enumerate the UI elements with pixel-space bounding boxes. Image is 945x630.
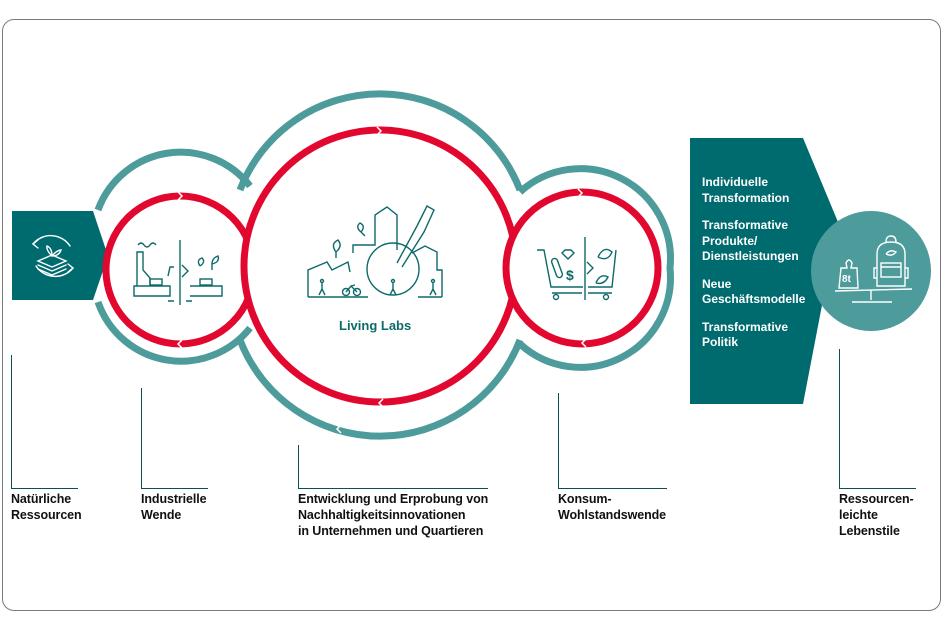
leader-line-consumption (558, 393, 667, 489)
living-labs-title: Living Labs (339, 318, 412, 333)
list-item-new-business-models: Neue Geschäftsmodelle (702, 277, 812, 308)
list-item-line: Geschäftsmodelle (702, 292, 806, 306)
label-line: Natürliche (11, 492, 72, 506)
label-living-labs-description: Entwicklung und Erprobung von Nachhaltig… (298, 491, 488, 539)
shopping-cart-transition-icon: $ (537, 237, 617, 301)
label-line: Industrielle (141, 492, 207, 506)
label-consumption-transition: Konsum- Wohlstandswende (558, 491, 666, 523)
list-item-line: Transformative (702, 218, 789, 232)
label-line: Entwicklung und Erprobung von (298, 492, 489, 506)
city-magnifier-icon (307, 205, 443, 298)
list-item-line: Dienstleistungen (702, 249, 799, 263)
label-natural-resources: Natürliche Ressourcen (11, 491, 82, 523)
industrial-transition-circle (94, 148, 258, 365)
list-item-line: Individuelle (702, 175, 769, 189)
label-line: Ressourcen (11, 508, 82, 522)
list-item-line: Transformative (702, 319, 789, 334)
transformation-panel (690, 138, 838, 404)
list-item-transformative-politics: Transformative Politik (702, 320, 812, 351)
natural-resources-panel (12, 211, 108, 300)
leader-line-living-labs (298, 445, 488, 489)
leader-line-natural-resources (11, 355, 78, 489)
label-line: Konsum- (558, 492, 612, 506)
label-line: in Unternehmen und Quartieren (298, 524, 484, 538)
lifestyle-badge (811, 211, 931, 331)
list-item-line: Produkte/ (702, 233, 758, 248)
transformation-list: Individuelle Transformation Transformati… (702, 175, 812, 363)
label-industrial-transition: Industrielle Wende (141, 491, 207, 523)
list-item-line: Transformation (702, 190, 790, 205)
svg-text:8t: 8t (842, 274, 852, 285)
consumption-transition-circle (502, 165, 674, 371)
label-line: leichte (839, 508, 878, 522)
factory-to-green-icon (133, 240, 223, 305)
scale-weight-backpack-icon: 8t (834, 235, 913, 303)
list-item-transformative-products: Transformative Produkte/ Dienstleistunge… (702, 218, 812, 265)
leader-line-industrial (141, 388, 208, 489)
list-item-line: Politik (702, 335, 739, 349)
list-item-individual-transformation: Individuelle Transformation (702, 175, 812, 206)
svg-text:$: $ (566, 267, 574, 283)
label-line: Nachhaltigkeitsinnovationen (298, 508, 466, 522)
label-line: Lebenstile (839, 524, 900, 538)
list-item-line: Neue (702, 276, 732, 291)
label-line: Ressourcen- (839, 492, 914, 506)
label-line: Wohlstandswende (558, 508, 667, 522)
label-resource-light-lifestyles: Ressourcen- leichte Lebenstile (839, 491, 914, 539)
leader-line-lifestyles (839, 349, 916, 489)
living-labs-circle (236, 90, 524, 440)
recycle-resources-icon (31, 234, 75, 278)
label-line: Wende (141, 508, 182, 522)
